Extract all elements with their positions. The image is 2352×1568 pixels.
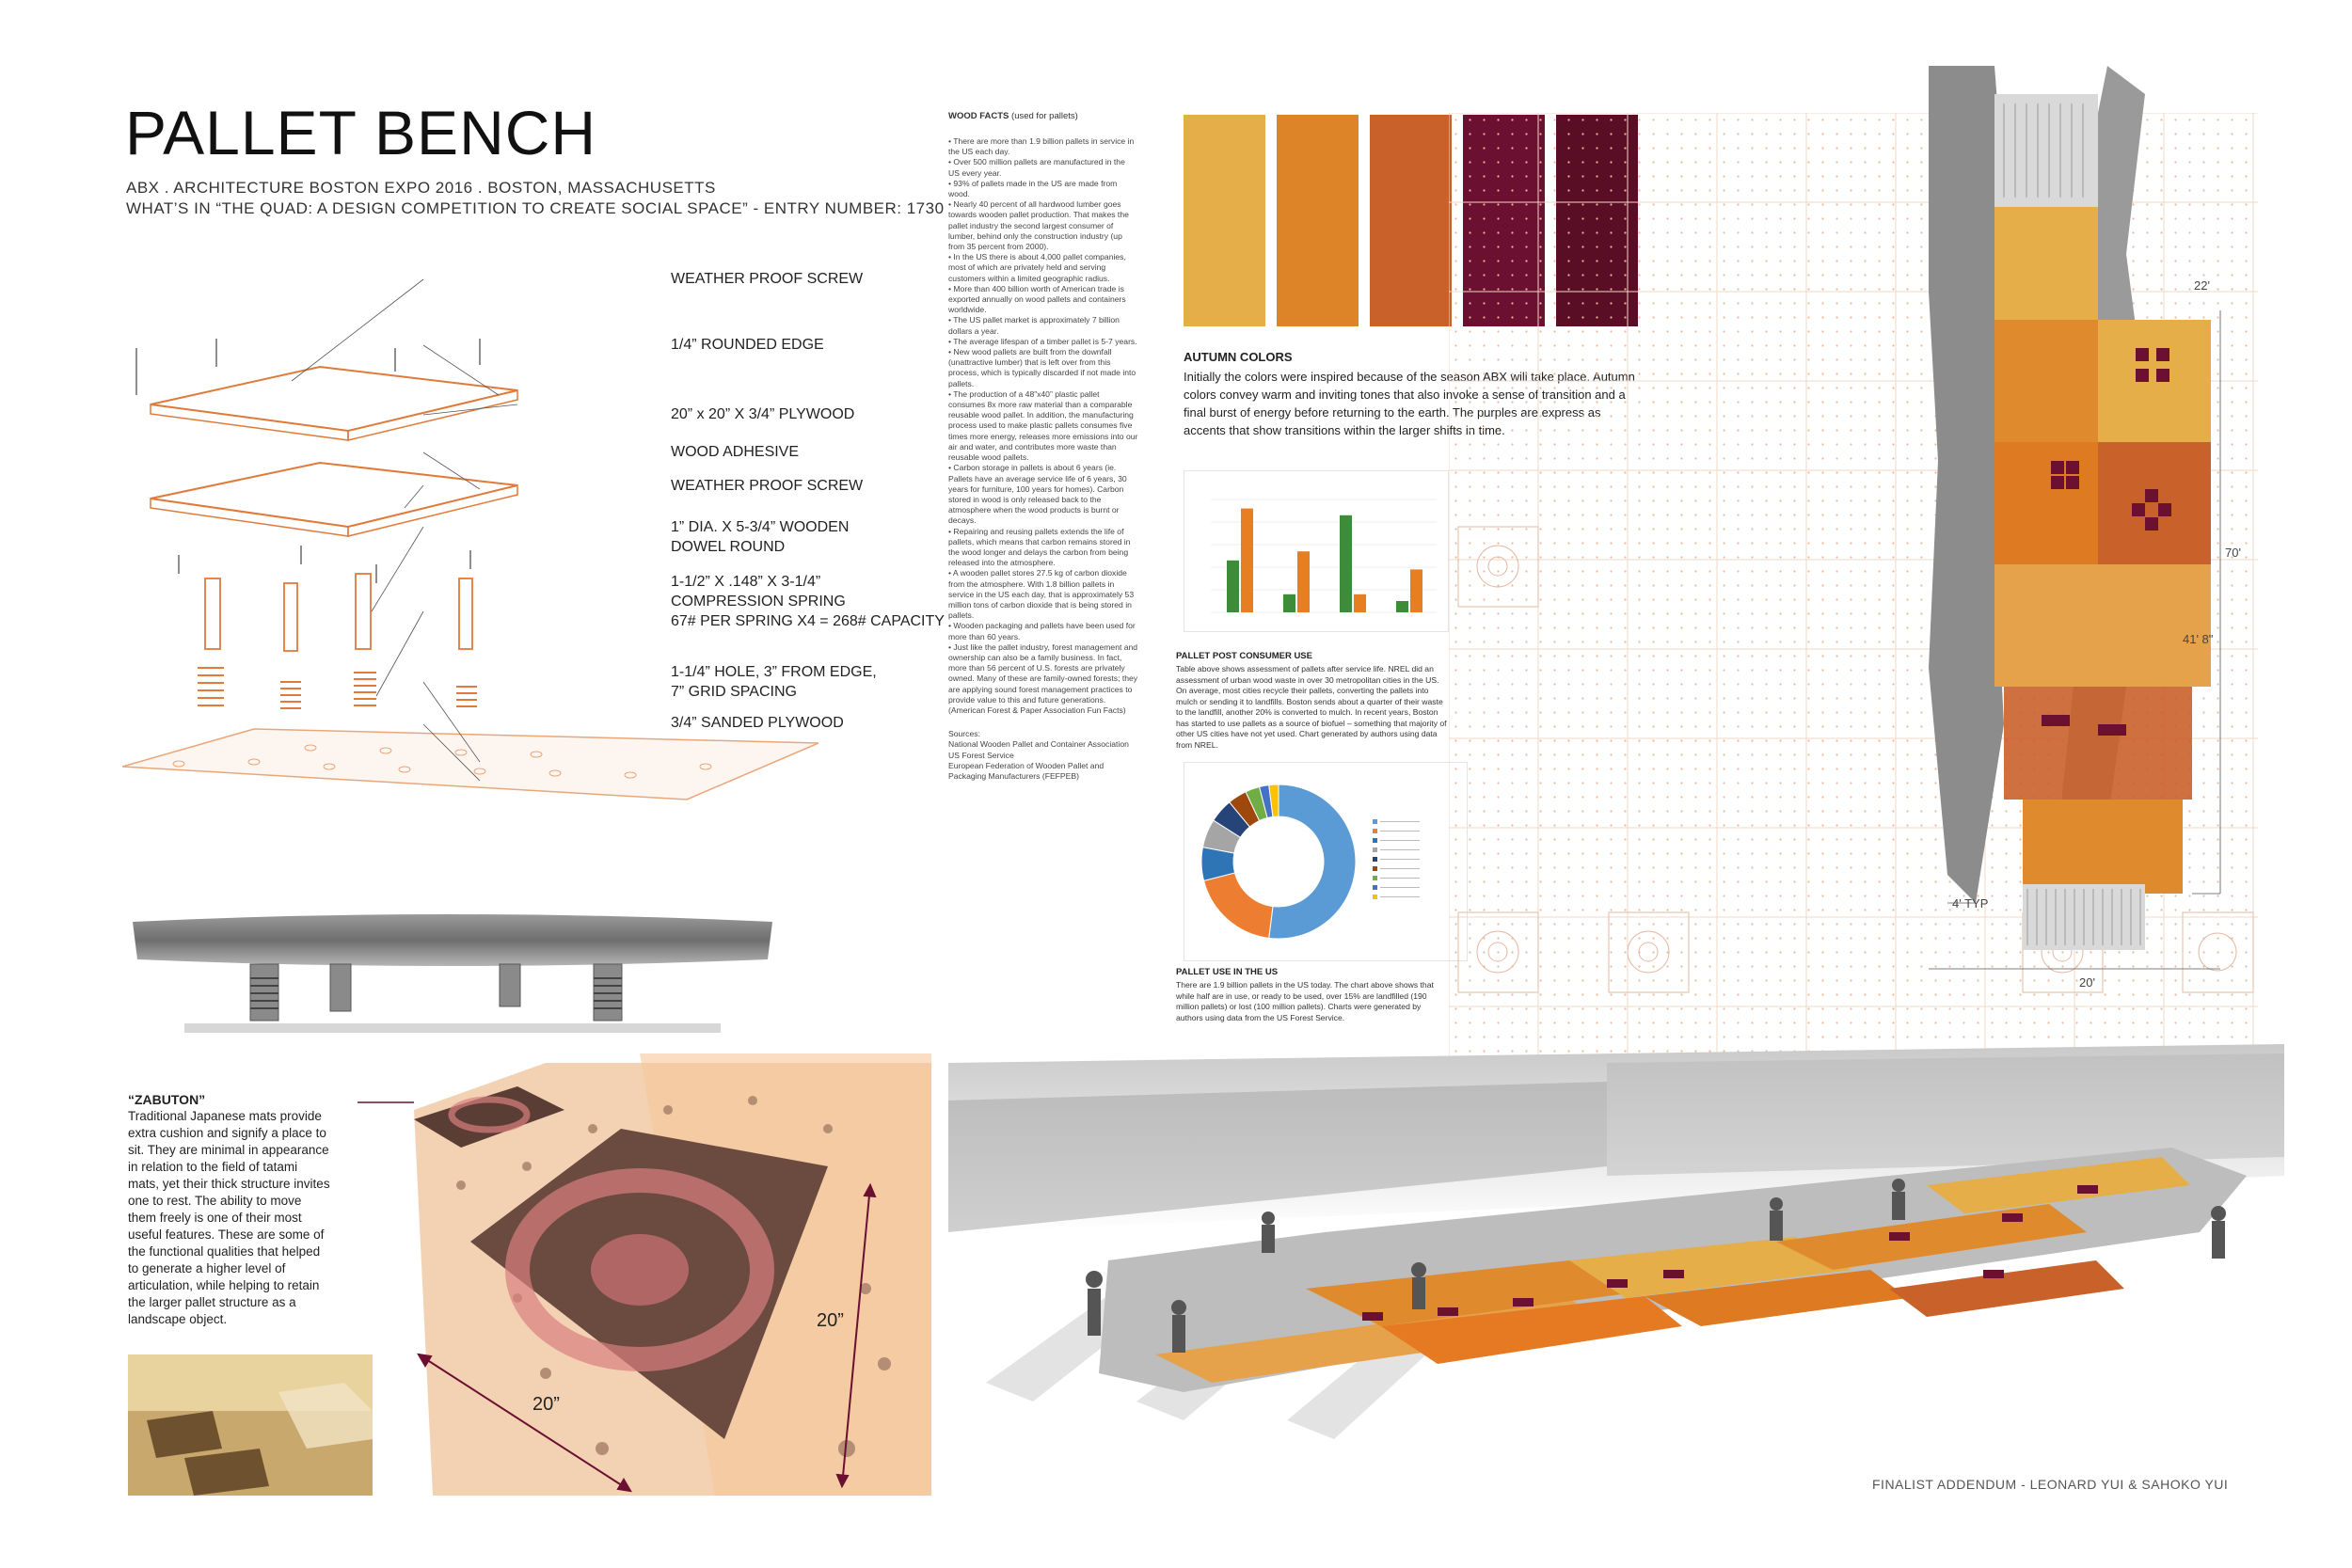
consumer-use-title: PALLET POST CONSUMER USE (1176, 651, 1312, 661)
wood-fact-item: • Carbon storage in pallets is about 6 y… (948, 463, 1127, 526)
color-swatch-gold (1184, 115, 1265, 326)
page-title: PALLET BENCH (125, 98, 597, 167)
zabuton-heading: “ZABUTON” (128, 1092, 206, 1107)
wood-fact-item: • Over 500 million pallets are manufactu… (948, 157, 1125, 178)
perspective-render (948, 1044, 2284, 1439)
subtitle-line-1: ABX . ARCHITECTURE BOSTON EXPO 2016 . BO… (126, 179, 716, 197)
footer-credit: FINALIST ADDENDUM - LEONARD YUI & SAHOKO… (1872, 1477, 2229, 1492)
donut-slice-0 (1268, 784, 1357, 940)
source-item: US Forest Service (948, 750, 1014, 760)
wood-fact-item: • New wood pallets are built from the do… (948, 347, 1136, 388)
zabuton-photo (358, 1053, 931, 1496)
wood-fact-item: • There are more than 1.9 billion pallet… (948, 136, 1135, 157)
callout-rounded-edge: 1/4” ROUNDED EDGE (671, 337, 824, 353)
callout-hole-spacing: 1-1/4” HOLE, 3” FROM EDGE, 7” GRID SPACI… (671, 664, 877, 700)
wood-facts-note: (used for pallets) (1011, 111, 1078, 121)
donut-chart-panel (1184, 762, 1468, 961)
bar-2-series-1 (1354, 594, 1366, 612)
autumn-colors-title: AUTUMN COLORS (1184, 350, 1293, 364)
wood-fact-item: • The US pallet market is approximately … (948, 315, 1120, 336)
sources-block: Sources: National Wooden Pallet and Cont… (948, 729, 1138, 782)
donut-legend-swatch-7 (1373, 885, 1377, 890)
donut-legend-swatch-5 (1373, 866, 1377, 871)
source-item: European Federation of Wooden Pallet and… (948, 760, 1104, 781)
callout-plywood-top: 20” x 20” X 3/4” PLYWOOD (671, 406, 855, 422)
sources-heading: Sources: (948, 729, 980, 739)
zabuton-thumbnail (128, 1354, 373, 1496)
bar-0-series-0 (1227, 560, 1239, 612)
donut-chart (1200, 784, 1420, 940)
color-swatch-orange (1277, 115, 1359, 326)
callout-spring: 1-1/2” X .148” X 3-1/4” COMPRESSION SPRI… (671, 574, 945, 629)
bench-photo (133, 914, 772, 1033)
callout-wood-adhesive: WOOD ADHESIVE (671, 444, 800, 460)
pallet-use-text: There are 1.9 billion pallets in the US … (1176, 980, 1434, 1022)
callout-weather-proof-screw: WEATHER PROOF SCREW (671, 478, 864, 494)
zabuton-body: Traditional Japanese mats provide extra … (128, 1109, 330, 1326)
plan-dim-70: 70' (2225, 546, 2241, 560)
wood-fact-item: • Repairing and reusing pallets extends … (948, 526, 1131, 568)
callout-weather-proof-screw-top: WEATHER PROOF SCREW (671, 271, 864, 287)
donut-legend-swatch-6 (1373, 876, 1377, 880)
wood-fact-item: • A wooden pallet stores 27.5 kg of carb… (948, 568, 1135, 621)
donut-legend-swatch-3 (1373, 847, 1377, 852)
donut-legend-swatch-4 (1373, 857, 1377, 862)
bar-chart (1211, 499, 1437, 613)
wood-facts-column: WOOD FACTS (used for pallets) • There ar… (948, 111, 1138, 782)
wood-fact-item: • Wooden packaging and pallets have been… (948, 621, 1136, 641)
bar-0-series-1 (1241, 508, 1253, 612)
bar-3-series-1 (1410, 569, 1422, 612)
donut-slice-8 (1268, 784, 1279, 817)
dimension-vertical: 20” (817, 1310, 844, 1331)
donut-legend-swatch-2 (1373, 838, 1377, 843)
bench-plan-drawing (1929, 66, 2221, 970)
bar-1-series-1 (1297, 551, 1310, 612)
callout-base-plywood: 3/4” SANDED PLYWOOD (671, 715, 844, 731)
wood-facts-heading: WOOD FACTS (used for pallets) (948, 111, 1138, 121)
wood-fact-item: • The average lifespan of a timber palle… (948, 336, 1137, 346)
donut-legend-swatch-8 (1373, 895, 1377, 899)
wood-fact-item: • 93% of pallets made in the US are made… (948, 178, 1118, 199)
donut-slice-1 (1202, 872, 1274, 939)
zabuton-description: “ZABUTON” Traditional Japanese mats prov… (128, 1091, 330, 1328)
source-item: National Wooden Pallet and Container Ass… (948, 739, 1129, 750)
wood-fact-item: • The production of a 48”x40” plastic pa… (948, 388, 1138, 463)
plan-dim-22: 22' (2194, 278, 2210, 293)
wood-fact-item: • Just like the pallet industry, forest … (948, 641, 1138, 715)
color-swatch-rust (1370, 115, 1452, 326)
plan-dim-20: 20' (2079, 975, 2095, 990)
bar-3-series-0 (1396, 601, 1408, 612)
wood-fact-item: • Nearly 40 percent of all hardwood lumb… (948, 199, 1129, 252)
donut-legend-swatch-1 (1373, 829, 1377, 833)
wood-fact-item: • In the US there is about 4,000 pallet … (948, 252, 1126, 283)
consumer-use-text: Table above shows assessment of pallets … (1176, 664, 1447, 750)
plan-dim-41-8: 41' 8" (2183, 632, 2214, 646)
plan-dim-4-typ: 4' TYP (1952, 896, 1989, 911)
wood-fact-item: • More than 400 billion worth of America… (948, 283, 1126, 315)
callout-dowel: 1” DIA. X 5-3/4” WOODEN DOWEL ROUND (671, 519, 850, 555)
wood-facts-title: WOOD FACTS (948, 111, 1009, 121)
subtitle-line-2: WHAT’S IN “THE QUAD: A DESIGN COMPETITIO… (126, 199, 945, 217)
bar-1-series-0 (1283, 594, 1295, 612)
dimension-horizontal: 20” (532, 1394, 560, 1415)
donut-legend-swatch-0 (1373, 819, 1377, 824)
pallet-use-title: PALLET USE IN THE US (1176, 967, 1279, 977)
exploded-bench-diagram (122, 278, 818, 800)
bar-chart-panel (1184, 470, 1449, 632)
bar-2-series-0 (1340, 515, 1352, 612)
